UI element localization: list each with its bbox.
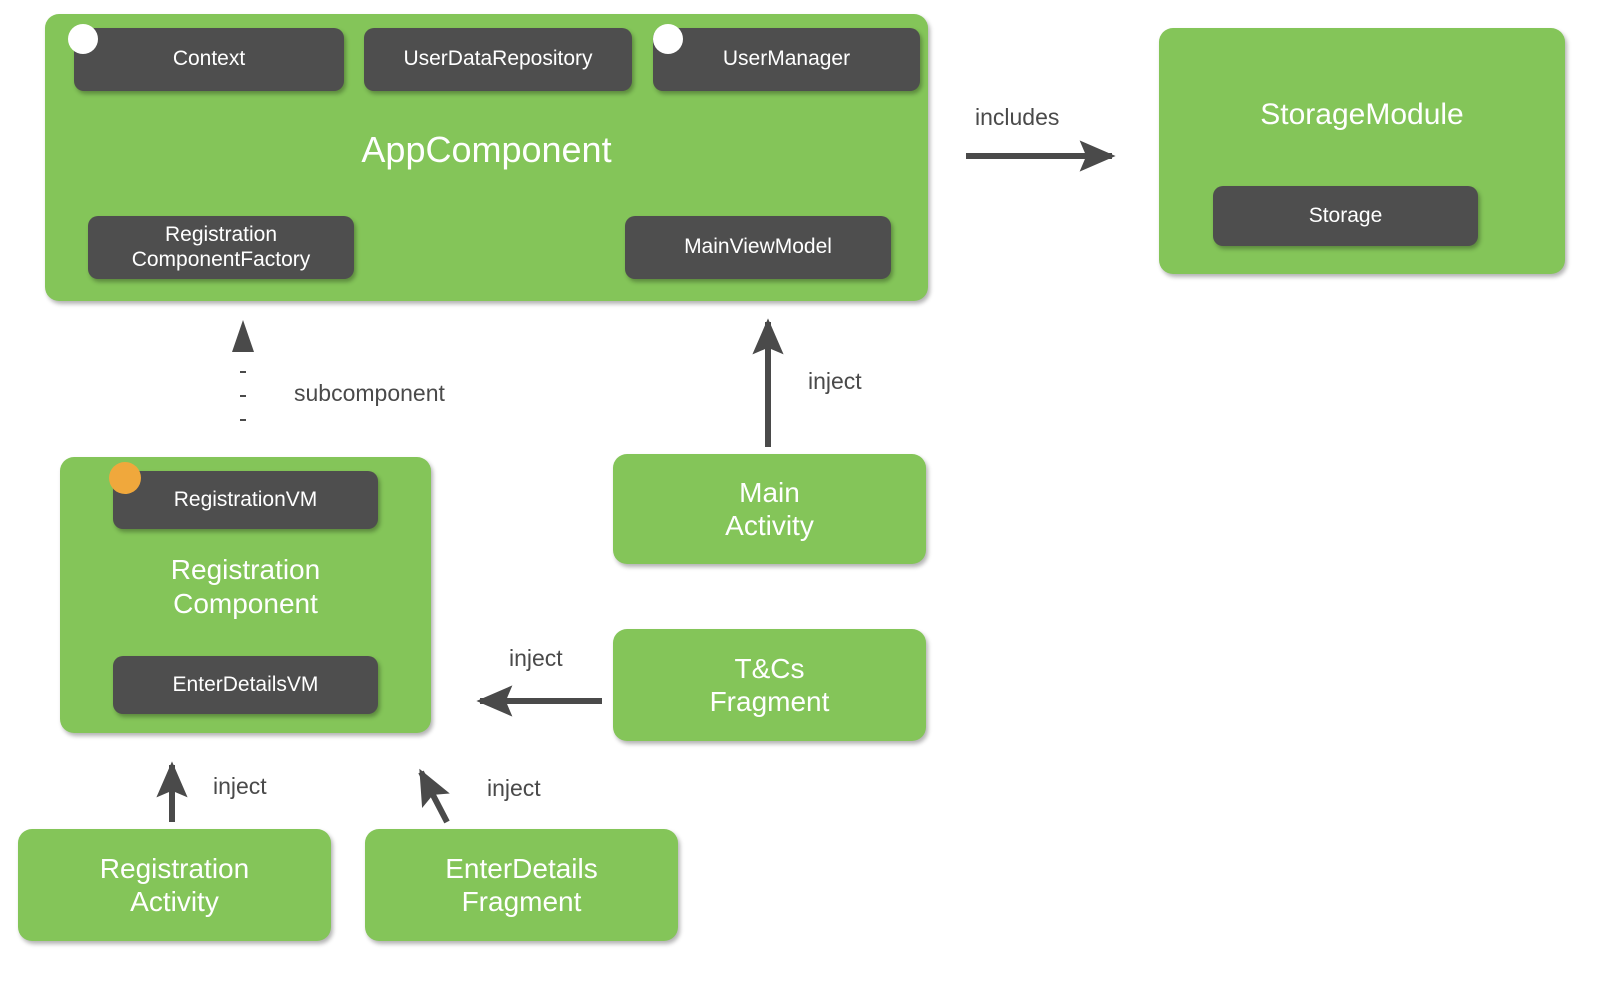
registration-component-title: Registration Component <box>170 554 321 619</box>
edge-subcomponent <box>232 320 254 421</box>
client-main-activity[interactable]: Main Activity <box>613 454 926 564</box>
client-enterdetails-fragment[interactable]: EnterDetails Fragment <box>365 829 678 941</box>
edge-label-includes: includes <box>975 104 1060 130</box>
binding-storage[interactable]: Storage <box>1213 186 1478 246</box>
binding-usermanager[interactable]: UserManager <box>653 28 920 91</box>
binding-context-label: Context <box>172 47 246 71</box>
storage-module-title: StorageModule <box>1260 98 1464 131</box>
binding-registrationcomponentfactory[interactable]: Registration ComponentFactory <box>88 216 354 279</box>
binding-registrationcomponentfactory-label: Registration ComponentFactory <box>131 222 311 271</box>
binding-enterdetailsvm[interactable]: EnterDetailsVM <box>113 656 378 714</box>
binding-usermanager-label: UserManager <box>722 47 851 71</box>
entry-point-circle-usermanager <box>653 24 683 54</box>
binding-userdatarepository[interactable]: UserDataRepository <box>364 28 632 91</box>
binding-mainviewmodel-label: MainViewModel <box>684 235 832 259</box>
client-tcs-fragment-label: T&Cs Fragment <box>709 652 830 717</box>
client-main-activity-label: Main Activity <box>725 476 814 541</box>
edge-label-inject-tcs: inject <box>509 645 563 671</box>
edge-label-subcomponent: subcomponent <box>294 380 445 406</box>
binding-registrationvm-label: RegistrationVM <box>173 487 318 511</box>
binding-registrationvm[interactable]: RegistrationVM <box>113 471 378 529</box>
client-tcs-fragment[interactable]: T&Cs Fragment <box>613 629 926 741</box>
client-enterdetails-fragment-label: EnterDetails Fragment <box>445 852 598 917</box>
edge-label-inject-main: inject <box>808 368 862 394</box>
binding-mainviewmodel[interactable]: MainViewModel <box>625 216 891 279</box>
binding-enterdetailsvm-label: EnterDetailsVM <box>172 672 319 696</box>
binding-context[interactable]: Context <box>74 28 344 91</box>
client-registration-activity[interactable]: Registration Activity <box>18 829 331 941</box>
entry-point-circle-context <box>68 24 98 54</box>
edge-inject-enterdetails-fragment <box>418 768 450 824</box>
edge-label-inject-enterdetails: inject <box>487 775 541 801</box>
entry-point-circle-registrationvm <box>109 462 141 494</box>
binding-storage-label: Storage <box>1308 203 1383 227</box>
client-registration-activity-label: Registration Activity <box>99 852 250 917</box>
edge-label-inject-registration: inject <box>213 773 267 799</box>
app-component-title: AppComponent <box>361 129 612 170</box>
binding-userdatarepository-label: UserDataRepository <box>403 47 593 71</box>
